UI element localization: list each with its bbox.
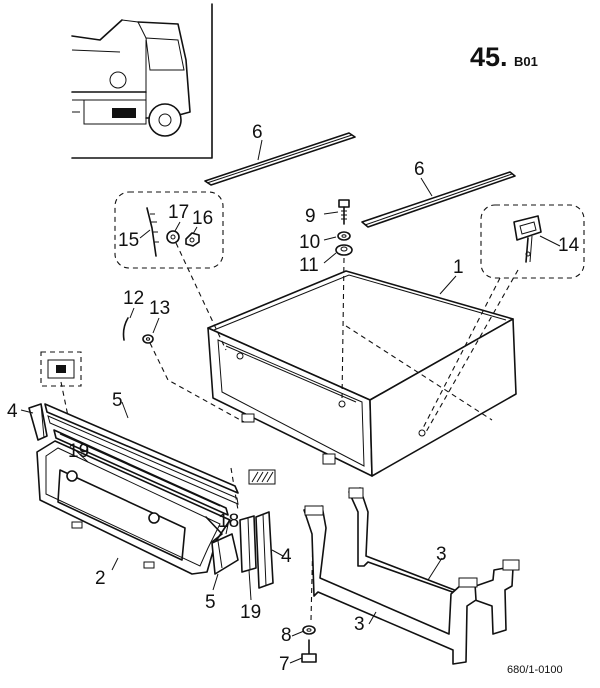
callout-7: 7 [279,654,290,675]
nut-part-11 [335,244,353,256]
seal-part-19-left [53,429,229,516]
callout-16: 16 [192,208,213,229]
callout-4-left: 4 [7,401,18,422]
callout-5-upper: 5 [112,390,123,411]
pin-part-12 [122,317,129,341]
post-part-4-left [28,403,48,441]
callout-10: 10 [299,232,320,253]
callout-9: 9 [305,206,316,227]
page-code: 45. B01 [470,42,538,72]
profile-section-detail-left [40,351,82,387]
callout-13: 13 [149,298,170,319]
callout-labels: 6 6 1 9 10 11 17 16 15 12 13 14 5 4 19 1… [7,122,580,675]
callout-11: 11 [299,255,319,276]
page-code-main: 45. [470,42,508,72]
callout-leaders [20,139,561,664]
assembly-leader-lines [60,242,519,621]
callout-2: 2 [95,568,106,589]
callout-19-right: 19 [240,602,261,623]
callout-19-left: 19 [68,441,89,462]
callout-3-front: 3 [354,614,365,635]
callout-12: 12 [123,288,144,309]
profile-section-detail-right [248,469,276,485]
detail-box-fasteners [114,191,224,269]
rail-part-5-upper [44,403,239,505]
clip-part-15 [146,207,159,257]
callout-6-right: 6 [414,159,425,180]
callout-3-rear: 3 [436,544,447,565]
post-part-4-right [255,511,274,589]
support-frame-part-3-front [303,505,478,665]
handle-part-14 [513,215,542,263]
callout-15: 15 [118,230,139,251]
callout-1: 1 [453,257,464,278]
drawing-number: 680/1-0100 [507,664,563,676]
callout-6-left: 6 [252,122,263,143]
highlighted-box-marker [112,108,136,118]
trim-strip-left [204,132,356,186]
truck-locator-inset [71,3,213,159]
seal-part-19-right [239,515,257,573]
bolt-part-9 [338,199,350,225]
cover-panel-part-2 [36,440,231,575]
nut-part-16 [185,232,200,247]
callout-14: 14 [558,235,580,256]
detail-box-handle [480,204,585,279]
callout-5-lower: 5 [205,592,216,613]
trim-strip-right [361,171,516,228]
callout-4-right: 4 [281,546,292,567]
callout-17: 17 [168,202,189,223]
callout-8: 8 [281,625,292,646]
callout-18: 18 [218,511,239,532]
washer-part-17 [166,230,180,244]
rail-part-5-lower [205,516,239,575]
washer-part-10 [337,231,351,241]
washer-part-8 [302,625,316,635]
battery-box-part-1 [207,270,517,477]
page-code-suffix: B01 [514,54,538,69]
washer-part-13 [142,334,154,344]
bolt-part-7 [301,639,317,663]
